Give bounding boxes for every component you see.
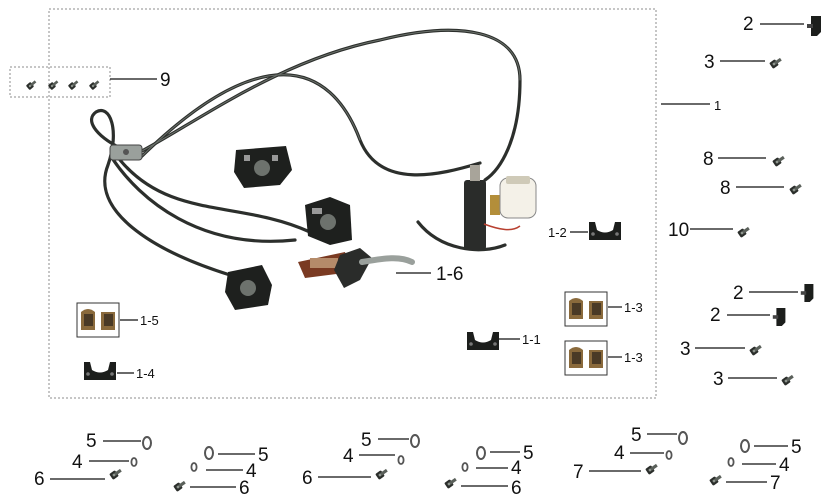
bolt-10: 10	[668, 220, 751, 241]
caliper-bracket-1-4: 1-4	[84, 362, 155, 381]
hose-junction	[109, 144, 143, 161]
callout-4-g6: 4	[779, 455, 790, 476]
washer-group-2: 5 4 6	[173, 445, 269, 499]
brake-pad-1-3-a: 1-3	[564, 291, 643, 327]
callout-2-low: 2	[710, 305, 721, 326]
callout-2-mid: 2	[733, 283, 744, 304]
caliper-lower	[225, 265, 272, 310]
callout-5-g2: 5	[258, 445, 269, 466]
callout-10: 10	[668, 220, 689, 241]
callout-8-b: 8	[720, 178, 731, 199]
callout-6-g3: 6	[302, 468, 313, 489]
bolt-8-b: 8	[720, 178, 803, 199]
bolt-set-box: 9	[9, 66, 171, 98]
bolt-set-icons	[25, 79, 101, 91]
callout-4-g3: 4	[343, 446, 354, 467]
caliper-bracket-1-2: 1-2	[548, 222, 621, 240]
assembly-frame	[48, 8, 657, 399]
bolt-8-a: 8	[703, 149, 786, 170]
callout-2-top: 2	[743, 14, 754, 35]
washer-group-4: 5 4 6	[444, 443, 534, 499]
brake-hoses	[90, 28, 522, 277]
callout-6-g2: 6	[239, 478, 250, 499]
callout-9: 9	[160, 70, 171, 91]
callout-3-mid: 3	[680, 339, 691, 360]
callout-1-4: 1-4	[136, 366, 155, 381]
washer-group-3: 5 4 6	[302, 430, 420, 489]
callout-5-g4: 5	[523, 443, 534, 464]
callout-1-3-a: 1-3	[624, 300, 643, 315]
callout-6-g1: 6	[34, 469, 45, 490]
callout-5-g5: 5	[631, 425, 642, 446]
callout-4-g4: 4	[511, 458, 522, 479]
washer-group-6: 5 4 7	[709, 437, 802, 494]
callout-1-1: 1-1	[522, 332, 541, 347]
callout-1-5: 1-5	[140, 313, 159, 328]
washer-group-1: 5 4 6	[34, 431, 152, 490]
callout-3-top: 3	[704, 52, 715, 73]
callout-5-g6: 5	[791, 437, 802, 458]
bolt-3-mid: 3	[680, 339, 763, 360]
caliper-upper	[234, 146, 292, 188]
callout-7-g6: 7	[770, 473, 781, 494]
callout-1: 1	[714, 98, 721, 113]
callout-3-low: 3	[713, 369, 724, 390]
bolt-3-top: 3	[704, 52, 783, 73]
brake-lever	[298, 248, 415, 288]
washer-group-5: 5 4 7	[573, 425, 688, 483]
bracket-2-mid: 2	[733, 283, 814, 304]
bolt-3-low: 3	[713, 369, 795, 390]
callout-5-g1: 5	[86, 431, 97, 452]
caliper-bracket-1-1: 1-1	[467, 332, 541, 350]
brake-pad-1-3-b: 1-3	[564, 340, 643, 376]
bracket-2-low: 2	[710, 305, 786, 326]
callout-1-2: 1-2	[548, 225, 567, 240]
brake-pad-1-5: 1-5	[76, 302, 159, 338]
callout-4-g2: 4	[246, 461, 257, 482]
master-cylinder	[464, 165, 537, 250]
callout-8-a: 8	[703, 149, 714, 170]
callout-6-g4: 6	[511, 478, 522, 499]
caliper-middle	[305, 197, 352, 245]
callout-4-g1: 4	[72, 452, 83, 473]
callout-7-g5: 7	[573, 462, 584, 483]
callout-5-g3: 5	[361, 430, 372, 451]
bracket-2-top: 2	[743, 14, 821, 36]
callout-4-g5: 4	[614, 443, 625, 464]
callout-1-3-b: 1-3	[624, 350, 643, 365]
callout-1-6: 1-6	[436, 264, 463, 285]
